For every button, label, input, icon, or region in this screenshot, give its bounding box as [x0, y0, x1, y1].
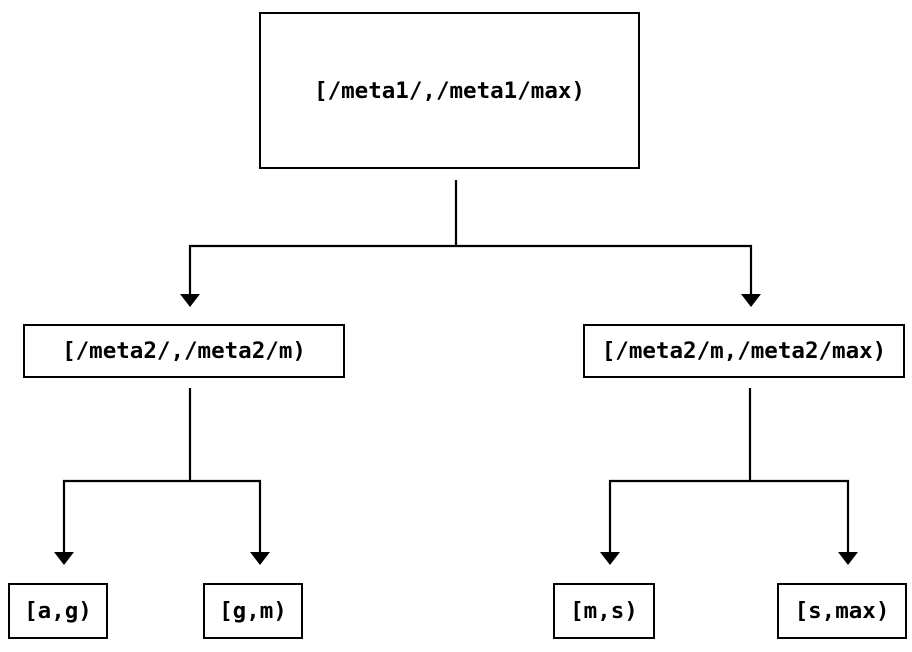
- tree-leaf-a-g: [a,g): [8, 583, 108, 639]
- connector-left-branches: [62, 479, 262, 552]
- tree-leaf-s-max: [s,max): [777, 583, 907, 639]
- tree-node-meta2-low: [/meta2/,/meta2/m): [23, 324, 345, 378]
- arrowhead-down-leaf-smax: [838, 552, 858, 565]
- connector-right-branches: [608, 479, 850, 552]
- arrowhead-down-left-branch: [180, 294, 200, 307]
- tree-node-meta2-high: [/meta2/m,/meta2/max): [583, 324, 905, 378]
- arrowhead-down-leaf-ms: [600, 552, 620, 565]
- tree-node-root: [/meta1/,/meta1/max): [259, 12, 640, 169]
- connector-root-branches: [188, 244, 753, 294]
- tree-leaf-g-m: [g,m): [203, 583, 303, 639]
- arrowhead-down-leaf-gm: [250, 552, 270, 565]
- arrowhead-down-leaf-ag: [54, 552, 74, 565]
- tree-leaf-m-s: [m,s): [553, 583, 655, 639]
- arrowhead-down-right-branch: [741, 294, 761, 307]
